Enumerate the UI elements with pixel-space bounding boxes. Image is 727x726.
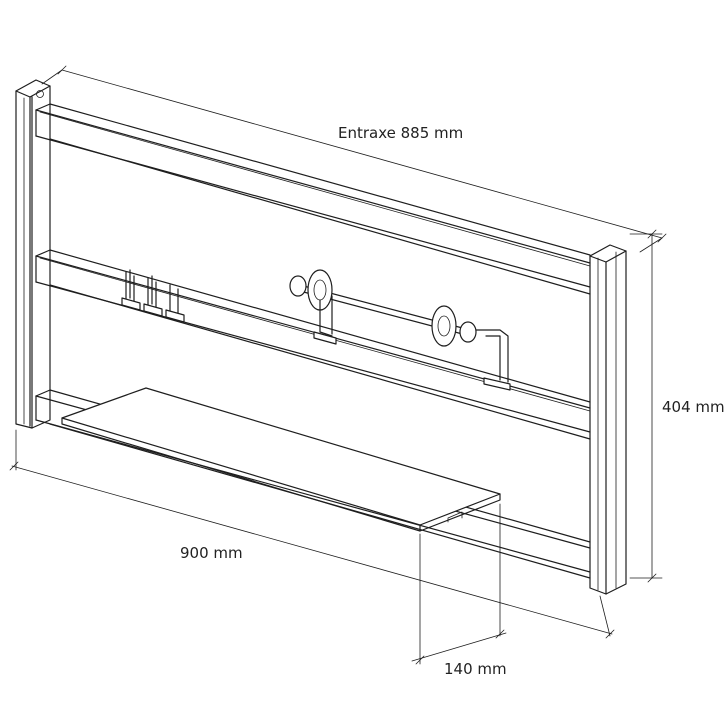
top-rail [35,103,591,295]
width-label: 900 mm [180,544,243,562]
width-dimension [9,429,615,639]
hook-left [121,269,141,311]
roll-holder [289,269,511,391]
depth-dimension [411,503,507,665]
left-upright [15,79,51,429]
hook-right [165,284,185,323]
shelf [61,387,501,532]
entraxe-label: Entraxe 885 mm [338,124,464,142]
height-dimension [629,229,663,583]
entraxe-dimension [41,65,667,253]
height-label: 404 mm [662,400,725,415]
depth-label: 140 mm [444,660,507,678]
hook-middle [143,275,163,317]
right-upright [589,244,627,595]
